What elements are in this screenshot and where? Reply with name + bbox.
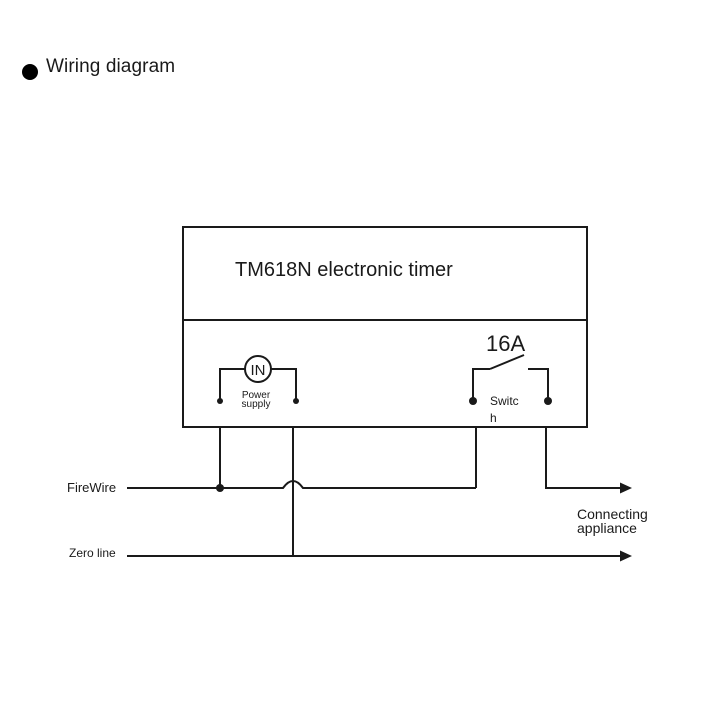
timer-housing — [182, 226, 588, 428]
output-label-line2: appliance — [577, 520, 637, 536]
firewire-line — [127, 480, 476, 489]
switch-label-line2: h — [490, 411, 497, 425]
terminal-dot — [469, 397, 477, 405]
arrow-head-icon — [620, 550, 632, 562]
power-label-line2: supply — [242, 399, 271, 410]
timer-title: TM618N electronic timer — [235, 259, 453, 281]
power-terminal-left-wire — [219, 368, 245, 400]
switch-right-wire — [528, 368, 549, 400]
arrow-head-icon — [620, 482, 632, 494]
switch-contact-blade — [489, 354, 525, 370]
diagram-heading: Wiring diagram — [22, 54, 175, 80]
zero-line-label: Zero line — [69, 546, 116, 560]
firewire-label: FireWire — [67, 480, 116, 495]
power-symbol-label: IN — [251, 362, 266, 379]
page-title: Wiring diagram — [46, 56, 176, 77]
terminal-dot — [544, 397, 552, 405]
terminal-dot — [217, 398, 223, 404]
switch-left-wire — [472, 368, 490, 400]
power-terminal-right-wire — [271, 368, 297, 400]
power-label-line1: Power — [242, 390, 271, 401]
switch-out-lead — [545, 427, 624, 489]
terminal-dot — [293, 398, 299, 404]
bullet-icon — [22, 64, 38, 80]
relay-rating: 16A — [486, 331, 525, 356]
junction-dot — [216, 484, 224, 492]
output-label-line1: Connecting — [577, 506, 648, 522]
switch-label-line1: Switc — [490, 394, 519, 408]
